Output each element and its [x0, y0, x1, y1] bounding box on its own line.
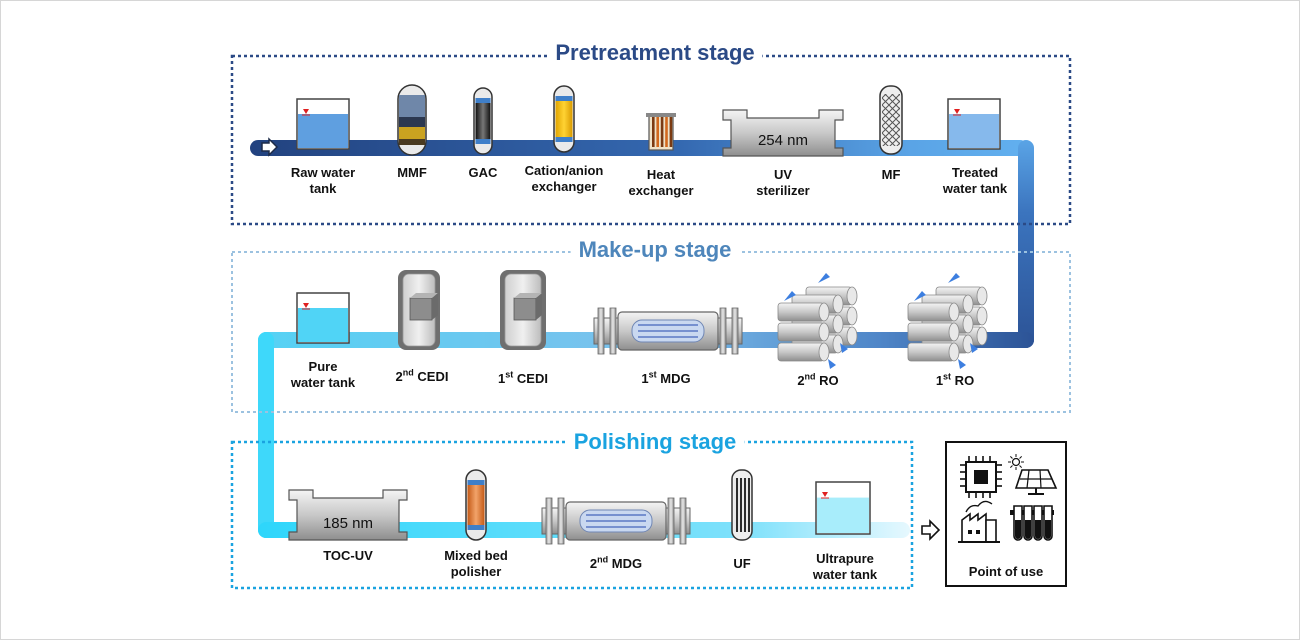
uf-label: UF: [733, 556, 751, 571]
inlet-arrow-icon: [261, 137, 279, 157]
uv-wavelength-254: 254 nm: [758, 132, 808, 149]
second-ro-icon: [777, 273, 858, 369]
polishing-stage-title: Polishing stage: [565, 429, 745, 455]
pretreatment-stage-title: Pretreatment stage: [547, 40, 763, 66]
raw-water-tank-label: Raw water tank: [290, 165, 356, 196]
mf-label: MF: [881, 167, 901, 182]
point-of-use-box: [945, 441, 1067, 587]
return-pipe: [258, 332, 274, 538]
point-of-use-label: Point of use: [968, 564, 1044, 579]
first-ro-label: 1st RO: [935, 371, 975, 388]
mixed-bed-polisher-label: Mixed bed polisher: [444, 548, 508, 579]
test-tubes-icon: [1010, 505, 1054, 541]
makeup-stage-box: [231, 251, 1071, 413]
treated-water-tank-label: Treated water tank: [942, 165, 1008, 196]
second-cedi-label: 2nd CEDI: [395, 367, 449, 384]
heat-exchanger-icon: [646, 113, 676, 151]
treated-water-tank-icon: [947, 98, 1001, 150]
mmf-icon: [397, 84, 427, 156]
toc-uv-label: TOC-UV: [323, 548, 373, 563]
ultrapure-water-tank-icon: [815, 481, 871, 535]
water-level-marker-icon: [303, 303, 309, 308]
raw-water-tank-icon: [296, 98, 350, 150]
pretreatment-pipe: [250, 140, 1028, 156]
solar-panel-icon: [1008, 454, 1058, 495]
outlet-arrow-icon: [921, 519, 941, 541]
uf-icon: [731, 469, 753, 541]
ultrapure-water-tank-label: Ultrapure water tank: [812, 551, 878, 582]
second-cedi-icon: [398, 270, 440, 350]
mmf-label: MMF: [397, 165, 427, 180]
cation-anion-exchanger-icon: [553, 85, 575, 153]
gac-icon: [473, 87, 493, 155]
second-mdg-label: 2nd MDG: [589, 554, 643, 571]
downcomer-pipe: [1018, 140, 1034, 348]
second-mdg-icon: [541, 497, 691, 545]
mf-icon: [879, 85, 903, 155]
first-cedi-icon: [500, 270, 546, 350]
first-mdg-label: 1st MDG: [641, 369, 691, 386]
mixed-bed-polisher-icon: [465, 469, 487, 541]
uv-sterilizer-icon: [722, 109, 844, 157]
water-level-marker-icon: [822, 492, 828, 497]
cation-anion-exchanger-label: Cation/anion exchanger: [524, 163, 604, 194]
water-level-marker-icon: [303, 109, 309, 114]
second-ro-label: 2nd RO: [797, 371, 839, 388]
first-cedi-label: 1st CEDI: [498, 369, 548, 386]
pure-water-tank-label: Pure water tank: [290, 359, 356, 390]
pure-water-tank-icon: [296, 292, 350, 344]
chip-icon: [960, 456, 1002, 498]
pretreatment-stage-box: [230, 54, 1072, 226]
heat-exchanger-label: Heat exchanger: [628, 167, 694, 198]
water-level-marker-icon: [954, 109, 960, 114]
first-mdg-icon: [593, 307, 743, 355]
uv-wavelength-185: 185 nm: [323, 515, 373, 532]
makeup-stage-title: Make-up stage: [570, 237, 740, 263]
factory-icon: [958, 500, 1000, 543]
gac-label: GAC: [468, 165, 498, 180]
toc-uv-icon: [288, 489, 408, 541]
uv-sterilizer-label: UV sterilizer: [756, 167, 810, 198]
polishing-stage-box: [230, 440, 914, 590]
first-ro-icon: [907, 273, 988, 369]
